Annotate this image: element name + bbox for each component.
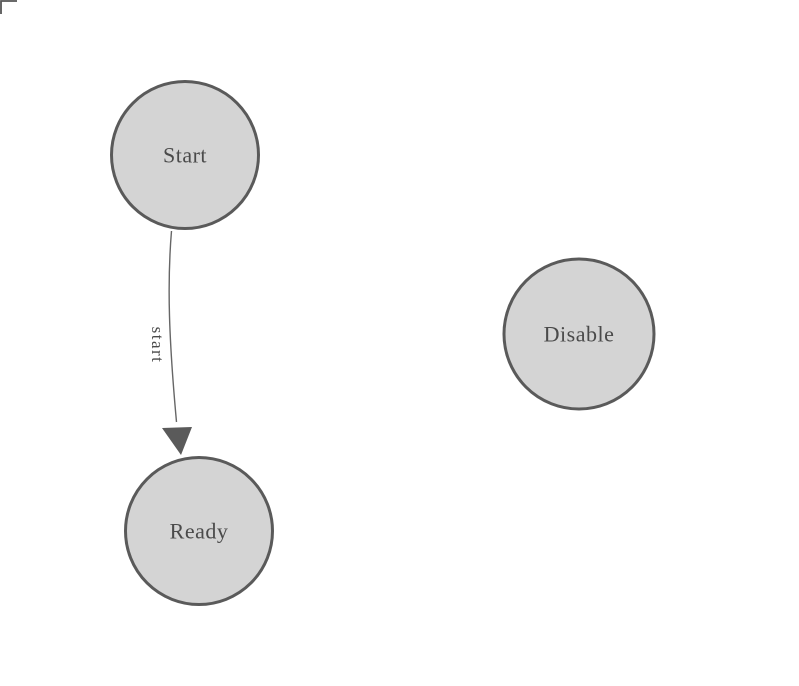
edge-curve[interactable] <box>168 230 178 423</box>
node-start[interactable]: Start <box>110 80 260 230</box>
arrowhead-icon <box>162 427 192 455</box>
edge-start-to-ready[interactable]: start <box>148 230 192 455</box>
node-disable-circle[interactable] <box>502 257 656 411</box>
node-disable[interactable]: Disable <box>502 257 656 411</box>
canvas-corner-mark-icon <box>0 0 17 14</box>
node-disable-label: Disable <box>544 322 615 347</box>
edge-label[interactable]: start <box>148 327 167 364</box>
node-ready-circle[interactable] <box>124 456 274 606</box>
node-ready-label: Ready <box>170 519 229 544</box>
node-start-label: Start <box>163 143 207 168</box>
node-start-circle[interactable] <box>110 80 260 230</box>
node-ready[interactable]: Ready <box>124 456 274 606</box>
